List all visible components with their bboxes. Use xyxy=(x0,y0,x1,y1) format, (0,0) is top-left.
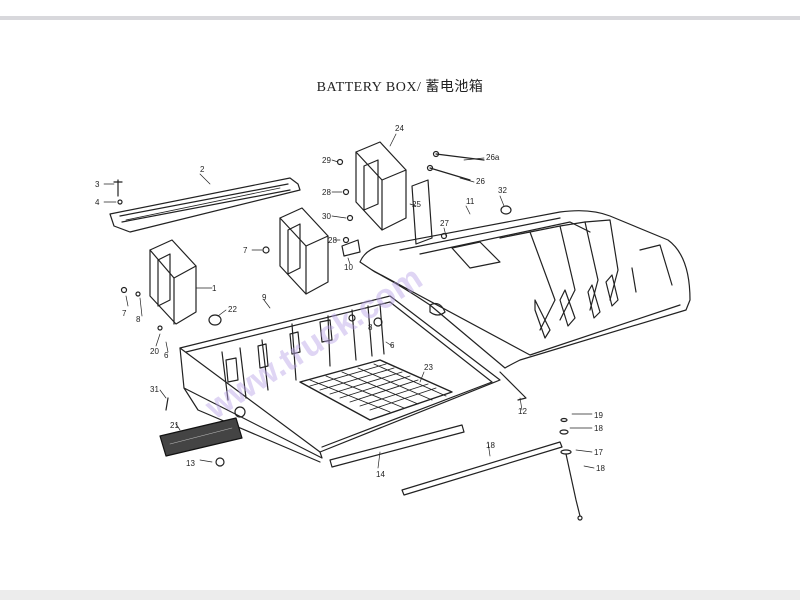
label-11: 11 xyxy=(466,197,475,206)
label-6a: 6 xyxy=(164,351,169,360)
label-29: 29 xyxy=(322,156,331,165)
label-26a: 26a xyxy=(486,153,500,162)
bracket-1 xyxy=(149,239,197,325)
label-21: 21 xyxy=(170,421,179,430)
battery-tray xyxy=(179,295,501,463)
label-19: 19 xyxy=(594,411,603,420)
plate-21 xyxy=(159,417,243,457)
label-18b: 18 xyxy=(596,464,605,473)
strip-2 xyxy=(109,177,301,233)
label-3: 3 xyxy=(95,180,100,189)
label-22: 22 xyxy=(228,305,237,314)
label-14: 14 xyxy=(376,470,385,479)
label-30: 30 xyxy=(322,212,331,221)
bracket-24 xyxy=(355,141,407,231)
label-1: 1 xyxy=(212,284,217,293)
label-15: 18 xyxy=(486,441,495,450)
part-labels: 2 3 4 1 22 9 7 7 8 20 6 24 29 28 30 28 2… xyxy=(95,124,605,479)
label-13: 13 xyxy=(186,459,195,468)
label-9: 9 xyxy=(262,293,267,302)
label-18a: 18 xyxy=(594,424,603,433)
small-fasteners xyxy=(113,158,512,467)
page-top-edge xyxy=(0,16,800,20)
page-bottom-edge xyxy=(0,590,800,600)
label-4: 4 xyxy=(95,198,100,207)
label-25: 25 xyxy=(412,200,421,209)
label-28b: 28 xyxy=(328,236,337,245)
label-7b: 7 xyxy=(122,309,127,318)
label-31: 31 xyxy=(150,385,159,394)
label-2: 2 xyxy=(200,165,205,174)
bracket-5 xyxy=(279,207,329,295)
label-7a: 7 xyxy=(243,246,248,255)
battery-box-lid xyxy=(359,210,691,401)
label-8b: 8 xyxy=(368,323,373,332)
label-8a: 8 xyxy=(136,315,141,324)
label-20: 20 xyxy=(150,347,159,356)
label-17: 17 xyxy=(594,448,603,457)
bar-15 xyxy=(401,441,563,496)
label-6b: 6 xyxy=(390,341,395,350)
label-12: 12 xyxy=(518,407,527,416)
label-27: 27 xyxy=(440,219,449,228)
strap-14 xyxy=(329,424,465,468)
label-23: 23 xyxy=(424,363,433,372)
tray-mesh-mat xyxy=(299,359,453,421)
label-28a: 28 xyxy=(322,188,331,197)
label-26: 26 xyxy=(476,177,485,186)
long-bolts xyxy=(426,150,485,181)
leader-lines xyxy=(103,133,595,469)
label-32: 32 xyxy=(498,186,507,195)
label-10: 10 xyxy=(344,263,353,272)
rod-and-washers xyxy=(559,417,583,521)
diagram-title: BATTERY BOX/ 蓄电池箱 xyxy=(316,80,484,95)
label-24: 24 xyxy=(395,124,404,133)
plate-25 xyxy=(411,179,433,245)
